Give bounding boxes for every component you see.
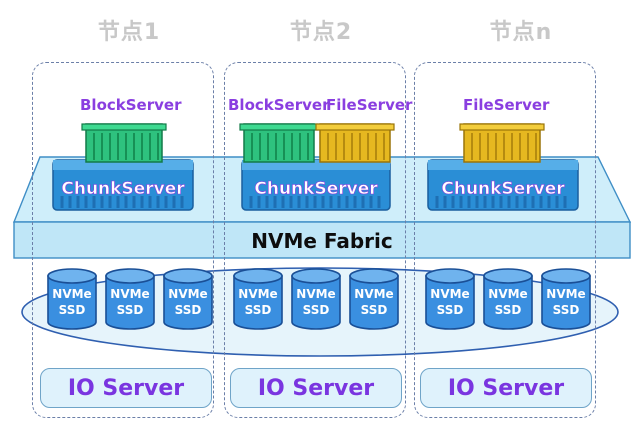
blockserver-container-1 [81, 123, 167, 163]
node-title-2: 节点2 [289, 20, 353, 45]
fileserver-container-2 [315, 123, 395, 163]
fileserver-container-3 [459, 123, 545, 163]
ssd-label-line2: SSD [437, 303, 464, 317]
chunkserver-label-3: ChunkServer [441, 179, 565, 199]
ssd-label-line1: NVMe [488, 287, 527, 301]
chunkserver-2: ChunkServer [241, 159, 391, 211]
ssd-label-line1: NVMe [238, 287, 277, 301]
ssd-label-line2: SSD [495, 303, 522, 317]
fabric-front-face [13, 221, 631, 259]
ssd-label-line2: SSD [245, 303, 272, 317]
ssd-label-line1: NVMe [110, 287, 149, 301]
chunkserver-label-2: ChunkServer [254, 179, 378, 199]
ssd-label-line2: SSD [361, 303, 388, 317]
fileserver-label-3: FileServer [463, 96, 550, 114]
blockserver-label-2: BlockServer [228, 96, 330, 114]
fileserver-label-2: FileServer [326, 96, 413, 114]
ssd-label-line2: SSD [59, 303, 86, 317]
node-box-1 [32, 62, 214, 418]
ssd-label-line1: NVMe [430, 287, 469, 301]
node-title-n: 节点n [489, 20, 553, 45]
blockserver-container-2 [239, 123, 319, 163]
ssd-label-line1: NVMe [546, 287, 585, 301]
node-box-2 [224, 62, 406, 418]
chunkserver-label-1: ChunkServer [61, 179, 185, 199]
io-server-1: IO Server [40, 368, 212, 408]
chunkserver-3: ChunkServer [427, 159, 579, 211]
ssd-label-line2: SSD [553, 303, 580, 317]
ssd-label-line2: SSD [303, 303, 330, 317]
ssd-label-line1: NVMe [168, 287, 207, 301]
ssd-label-line2: SSD [117, 303, 144, 317]
ssd-label-line1: NVMe [354, 287, 393, 301]
fabric-label: NVMe Fabric [251, 229, 393, 253]
node-title-1: 节点1 [97, 20, 161, 45]
io-server-n: IO Server [420, 368, 592, 408]
node-box-n [414, 62, 596, 418]
ssd-label-line1: NVMe [52, 287, 91, 301]
io-server-2: IO Server [230, 368, 402, 408]
ssd-label-line1: NVMe [296, 287, 335, 301]
blockserver-label-1: BlockServer [80, 96, 182, 114]
ssd-label-line2: SSD [175, 303, 202, 317]
